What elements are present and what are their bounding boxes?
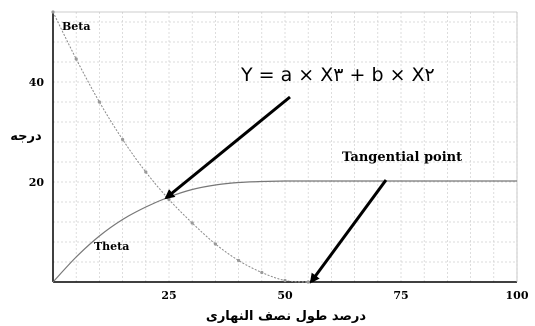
x-tick-labels: 25 50 75 100 <box>161 289 528 302</box>
formula-arrow <box>164 95 291 200</box>
series-label-theta: Theta <box>94 240 129 253</box>
x-axis-label: درصد طول نصف النهاری <box>206 309 366 324</box>
series-beta-line <box>52 11 309 283</box>
series-beta-point <box>190 221 194 225</box>
series-theta-line <box>52 180 517 283</box>
series-beta-point <box>74 57 78 61</box>
x-tick-label: 75 <box>393 289 408 302</box>
series-theta <box>52 180 517 283</box>
series-beta-point <box>213 242 217 246</box>
series-beta-point <box>283 278 287 283</box>
tangential-point-arrow <box>309 179 388 284</box>
tangential-point-annotation: Tangential point <box>342 150 462 165</box>
series-label-beta: Beta <box>62 20 91 33</box>
series-beta-point <box>97 100 101 104</box>
series-beta <box>51 10 310 284</box>
series-beta-point <box>144 170 148 174</box>
series-beta-point <box>51 10 55 14</box>
formula-annotation: Y = a × X۳ + b × X۲ <box>240 64 435 86</box>
x-tick-label: 100 <box>506 289 529 302</box>
series-beta-point <box>237 258 241 263</box>
series-beta-point <box>121 137 125 142</box>
series-beta-points <box>51 10 310 284</box>
series-beta-point <box>260 270 264 275</box>
y-tick-label: 40 <box>29 76 45 89</box>
y-axis-label: درجه <box>10 129 42 144</box>
series-beta-point <box>306 280 310 284</box>
x-tick-label: 25 <box>161 289 176 302</box>
y-tick-label: 20 <box>29 176 45 189</box>
x-tick-label: 50 <box>277 289 293 302</box>
